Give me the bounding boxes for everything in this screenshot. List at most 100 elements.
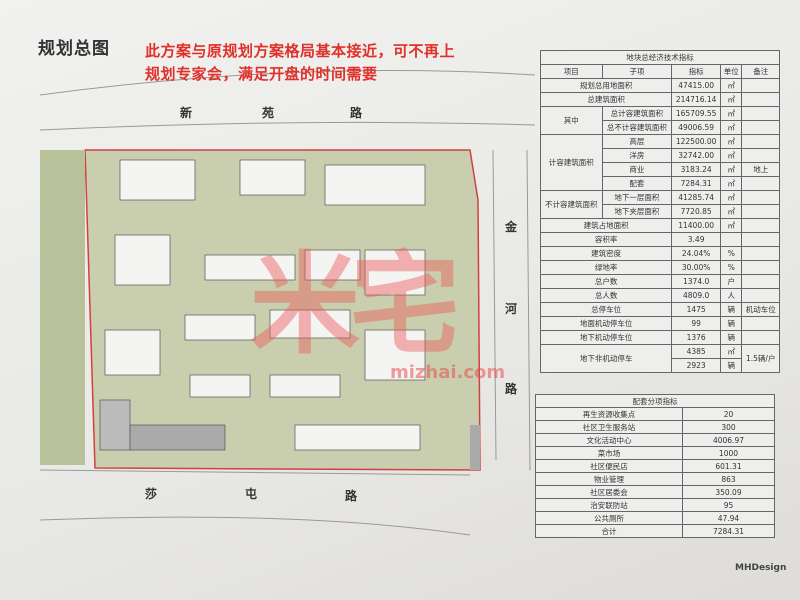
table-cell: 2923 <box>671 358 722 373</box>
table-cell: 99 <box>671 316 722 331</box>
table-cell: 41285.74 <box>671 190 722 205</box>
table-cell: 规划总用地面积 <box>539 78 673 93</box>
green-belt <box>40 150 85 465</box>
table-cell <box>741 246 780 261</box>
header-cell: 子项 <box>601 64 673 79</box>
header-cell: 指标 <box>671 64 722 79</box>
annotation-line-1: 此方案与原规划方案格局基本接近，可不再上 <box>145 42 456 60</box>
table-cell: 总人数 <box>539 288 673 303</box>
table-cell: 公共厕所 <box>535 511 683 525</box>
table-cell: 户 <box>720 274 743 289</box>
table-cell: 1.5辆/户 <box>741 344 780 373</box>
table-cell <box>741 120 780 135</box>
table-cell: 辆 <box>720 358 743 373</box>
table-cell: 地下非机动停车 <box>539 344 673 373</box>
table-title: 地块总经济技术指标 <box>540 50 780 65</box>
table-cell: 配套 <box>601 176 673 191</box>
building <box>104 329 161 376</box>
table-cell: 总不计容建筑面积 <box>601 120 673 135</box>
header-cell: 项目 <box>540 64 603 79</box>
table-cell: 1000 <box>681 446 776 460</box>
table-cell: 地下夹层面积 <box>601 204 673 219</box>
building <box>119 159 196 201</box>
road-edge <box>526 149 531 471</box>
table-cell: 计容建筑面积 <box>540 134 603 191</box>
building <box>324 164 426 206</box>
table-header-row: 项目 子项 指标 单位 备注 <box>540 64 780 79</box>
table-cell <box>741 288 780 303</box>
table-cell: ㎡ <box>720 218 743 233</box>
building <box>364 249 426 296</box>
table-cell: ㎡ <box>720 190 743 205</box>
table-cell <box>741 232 780 247</box>
header-cell: 备注 <box>741 64 780 79</box>
table-cell: 214716.14 <box>671 92 722 107</box>
table-cell: ㎡ <box>720 176 743 191</box>
table-cell <box>741 148 780 163</box>
table-cell: ㎡ <box>720 134 743 149</box>
table-cell: % <box>720 246 743 261</box>
table-cell: 601.31 <box>681 459 776 473</box>
table-cell <box>741 330 780 345</box>
page-title: 规划总图 <box>38 39 110 59</box>
table-cell <box>741 204 780 219</box>
table-cell: 24.04% <box>671 246 722 261</box>
table-cell: 95 <box>681 498 776 512</box>
building <box>364 329 426 381</box>
road-edge <box>39 121 536 131</box>
table-cell: 7720.85 <box>671 204 722 219</box>
table-cell: 总计容建筑面积 <box>601 106 673 121</box>
table-cell: 地下机动停车位 <box>539 330 673 345</box>
road-label: 莎 <box>145 487 158 501</box>
table-cell: 11400.00 <box>671 218 722 233</box>
table-cell: 165709.55 <box>671 106 722 121</box>
table-cell: 300 <box>681 420 776 434</box>
table-cell: 不计容建筑面积 <box>540 190 603 219</box>
building <box>470 425 480 470</box>
table-cell: 350.09 <box>681 485 776 499</box>
watermark-logo: 米宅 <box>250 241 460 369</box>
road-edge <box>39 70 536 96</box>
table-cell: 47415.00 <box>671 78 722 93</box>
table-cell: ㎡ <box>720 120 743 135</box>
table-cell: 4385 <box>671 344 722 359</box>
table-cell: 4809.0 <box>671 288 722 303</box>
table-cell: 32742.00 <box>671 148 722 163</box>
road-label: 路 <box>345 489 358 503</box>
table-cell <box>741 274 780 289</box>
table-cell <box>741 176 780 191</box>
table-cell <box>741 190 780 205</box>
table-cell: 社区便民店 <box>535 459 683 473</box>
table-cell <box>741 78 780 93</box>
table-cell: 人 <box>720 288 743 303</box>
road-label: 河 <box>505 302 518 316</box>
table-cell: ㎡ <box>720 204 743 219</box>
table-cell <box>741 218 780 233</box>
building <box>294 424 421 451</box>
building <box>189 374 251 398</box>
buildings <box>99 159 426 451</box>
road-label: 苑 <box>262 106 275 120</box>
table-cell: 菜市场 <box>535 446 683 460</box>
table-cell: 地下一层面积 <box>601 190 673 205</box>
table-cell: 30.00% <box>671 260 722 275</box>
brand-logo: MHDesign <box>735 563 787 573</box>
table-cell <box>741 92 780 107</box>
table-cell: 建筑占地面积 <box>539 218 673 233</box>
table-cell: 3183.24 <box>671 162 722 177</box>
road-edge <box>39 516 471 536</box>
table-cell <box>741 260 780 275</box>
